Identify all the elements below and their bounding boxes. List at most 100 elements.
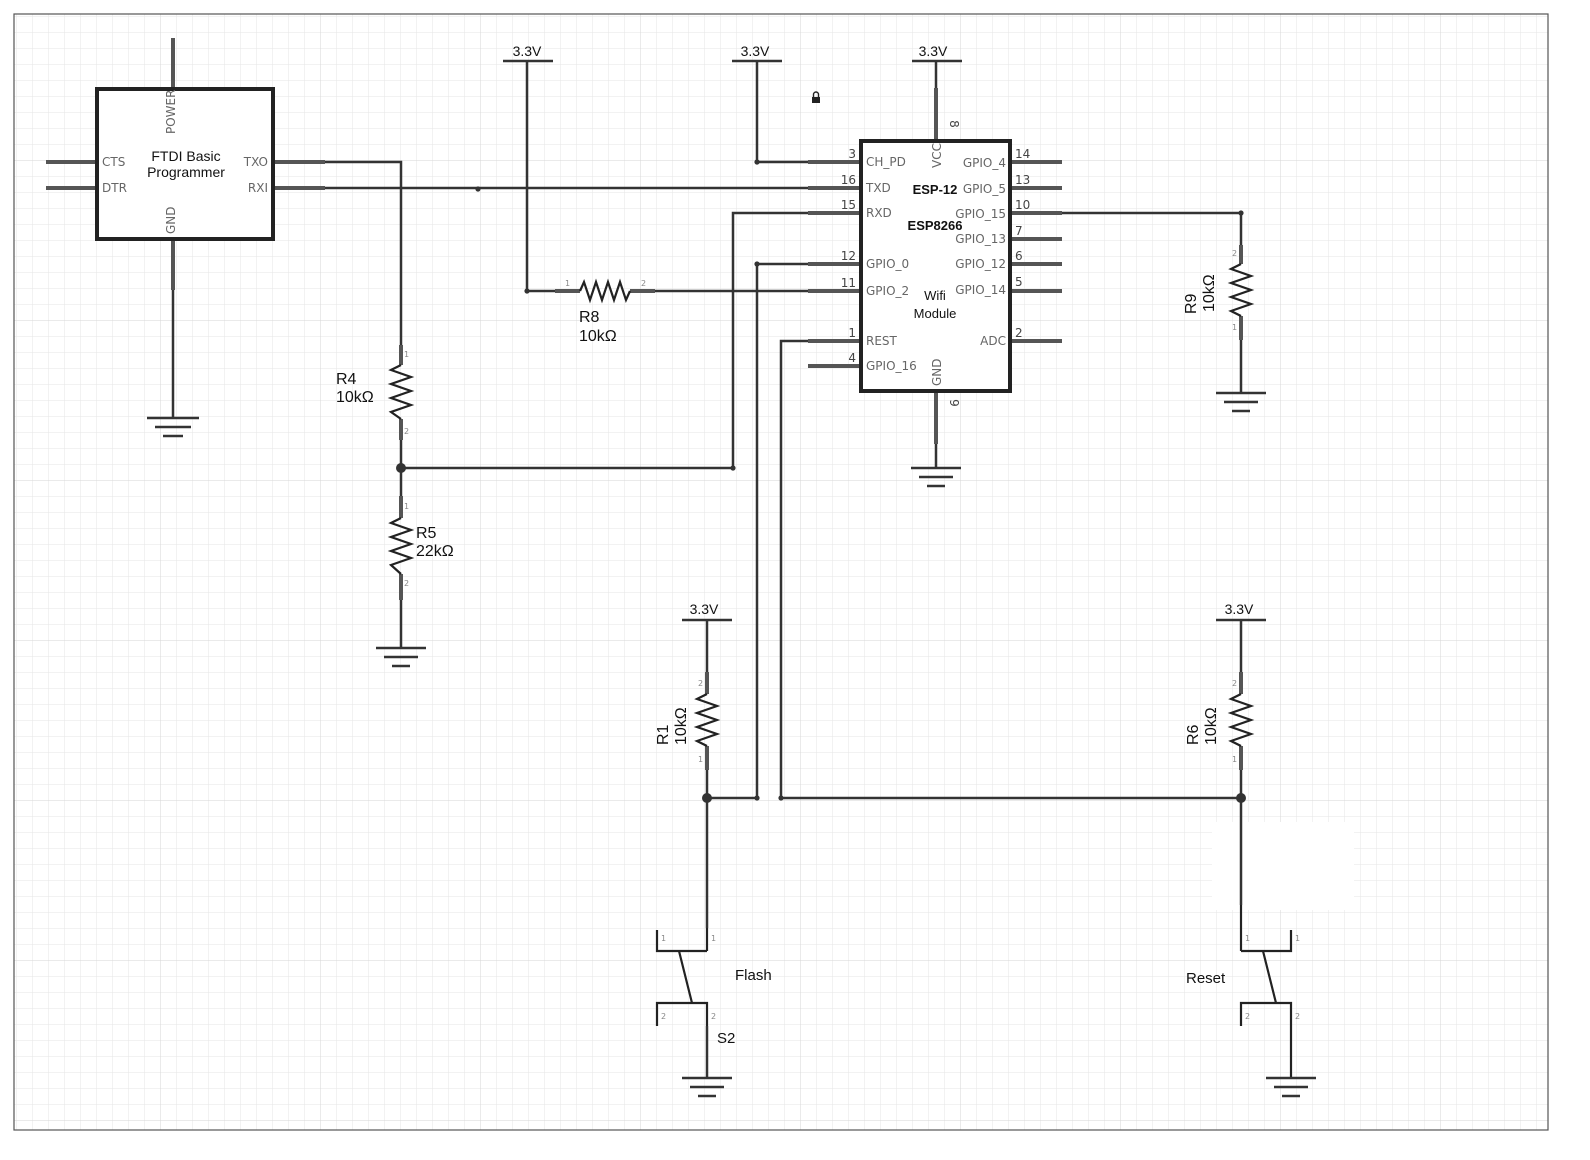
power-label: 3.3V bbox=[741, 43, 770, 59]
esp-pin-num-6: 6 bbox=[1015, 249, 1023, 263]
pin-number: 2 bbox=[641, 279, 646, 288]
esp12-module[interactable]: ESP-12 ESP8266 Wifi Module CH_PD TXD RXD… bbox=[808, 88, 1062, 444]
junction-dot bbox=[475, 186, 481, 192]
r4-value: 10kΩ bbox=[336, 389, 374, 406]
r6-value: 10kΩ bbox=[1203, 707, 1220, 745]
esp-pin-label-gpio2: GPIO_2 bbox=[866, 284, 909, 298]
esp-pin-label-gpio13: GPIO_13 bbox=[955, 232, 1006, 246]
esp-pin-label-gpio16: GPIO_16 bbox=[866, 359, 917, 373]
flash-label: Flash bbox=[735, 967, 772, 984]
lock-icon bbox=[812, 91, 820, 103]
pin-number: 1 bbox=[711, 934, 716, 943]
esp-pin-num-1: 1 bbox=[848, 326, 856, 340]
ground-symbol-flash bbox=[682, 1076, 732, 1098]
ftdi-programmer[interactable]: FTDI Basic Programmer POWER CTS DTR TXO … bbox=[46, 38, 325, 290]
esp-pin-label-gpio0: GPIO_0 bbox=[866, 257, 909, 271]
r9-name: R9 bbox=[1183, 293, 1200, 314]
esp-pin-num-15: 15 bbox=[841, 198, 856, 212]
r1-value: 10kΩ bbox=[673, 707, 690, 745]
resistor-r1[interactable]: 2 1 R1 10kΩ bbox=[655, 672, 721, 770]
r8-value: 10kΩ bbox=[579, 328, 617, 345]
esp-pin-num-13: 13 bbox=[1015, 173, 1030, 187]
esp-pin-num-4: 4 bbox=[848, 351, 856, 365]
esp-pin-label-gpio15: GPIO_15 bbox=[955, 207, 1006, 221]
label-mask bbox=[1212, 822, 1354, 910]
pin-number: 2 bbox=[1295, 1012, 1300, 1021]
ground-symbol-ftdi bbox=[147, 416, 199, 438]
esp-pin-label-gpio12: GPIO_12 bbox=[955, 257, 1006, 271]
ftdi-pin-power: POWER bbox=[164, 90, 178, 134]
reset-label: Reset bbox=[1186, 970, 1226, 987]
ground-symbol-r9 bbox=[1216, 391, 1266, 413]
r4-name: R4 bbox=[336, 371, 357, 388]
r5-name: R5 bbox=[416, 525, 437, 542]
power-label: 3.3V bbox=[919, 43, 948, 59]
reset-switch[interactable]: 1 1 2 2 Reset bbox=[1186, 905, 1300, 1078]
esp-pin-num-11: 11 bbox=[841, 276, 856, 290]
resistor-r8[interactable]: 1 2 R8 10kΩ bbox=[555, 278, 655, 345]
power-label: 3.3V bbox=[1225, 601, 1254, 617]
esp-pin-label-gpio4: GPIO_4 bbox=[963, 156, 1006, 170]
junction-dot bbox=[754, 159, 760, 165]
esp-pin-num-7: 7 bbox=[1015, 224, 1023, 238]
ftdi-pin-txo: TXO bbox=[243, 155, 268, 169]
esp-pin-num-3: 3 bbox=[848, 147, 856, 161]
junction-dot bbox=[1238, 210, 1244, 216]
r6-name: R6 bbox=[1185, 724, 1202, 745]
pin-number: 2 bbox=[1245, 1012, 1250, 1021]
ground-symbol-reset bbox=[1266, 1076, 1316, 1098]
esp-pin-label-rxd: RXD bbox=[866, 206, 892, 220]
esp-module-label: Module bbox=[914, 306, 957, 321]
r9-value: 10kΩ bbox=[1201, 274, 1218, 312]
ftdi-pin-rxi: RXI bbox=[248, 181, 268, 195]
esp-pin-num-8: 8 bbox=[947, 120, 961, 128]
power-label: 3.3V bbox=[513, 43, 542, 59]
esp-pin-label-ch-pd: CH_PD bbox=[866, 155, 906, 169]
r1-name: R1 bbox=[655, 724, 672, 745]
esp-pin-num-14: 14 bbox=[1015, 147, 1030, 161]
pin-number: 1 bbox=[404, 350, 409, 359]
pin-number: 1 bbox=[565, 279, 570, 288]
esp-pin-label-rest: REST bbox=[866, 334, 898, 348]
ftdi-body bbox=[95, 87, 275, 241]
pin-number: 1 bbox=[1232, 755, 1237, 764]
pin-number: 1 bbox=[1295, 934, 1300, 943]
esp-pin-num-9: 9 bbox=[947, 399, 961, 407]
ftdi-pin-gnd: GND bbox=[164, 206, 178, 234]
ftdi-pin-dtr: DTR bbox=[102, 181, 127, 195]
esp-pin-label-gpio14: GPIO_14 bbox=[955, 283, 1006, 297]
resistor-r6[interactable]: 2 1 R6 10kΩ bbox=[1185, 672, 1255, 770]
esp8266-name: ESP8266 bbox=[908, 218, 963, 233]
pin-number: 2 bbox=[711, 1012, 716, 1021]
pin-number: 2 bbox=[404, 427, 409, 436]
junction-node-flash bbox=[702, 793, 712, 803]
r5-value: 22kΩ bbox=[416, 543, 454, 560]
flash-switch[interactable]: 1 1 2 2 Flash S2 bbox=[655, 928, 772, 1078]
pin-number: 1 bbox=[661, 934, 666, 943]
esp-pin-num-16: 16 bbox=[841, 173, 856, 187]
esp12-body bbox=[859, 139, 1012, 393]
ftdi-pin-cts: CTS bbox=[102, 155, 125, 169]
wire-rxd bbox=[401, 211, 808, 470]
esp-pin-label-gnd: GND bbox=[930, 358, 944, 386]
esp-pin-num-10: 10 bbox=[1015, 198, 1030, 212]
resistor-r5[interactable]: 1 2 R5 22kΩ bbox=[387, 496, 454, 600]
pin-number: 1 bbox=[404, 502, 409, 511]
wire-gpio0 bbox=[707, 262, 808, 800]
esp12-name: ESP-12 bbox=[913, 182, 958, 197]
esp-pin-label-adc: ADC bbox=[980, 334, 1006, 348]
pin-number: 2 bbox=[1232, 679, 1237, 688]
esp-wifi-label: Wifi bbox=[924, 288, 946, 303]
resistor-r4[interactable]: 1 2 R4 10kΩ bbox=[336, 345, 415, 440]
esp-pin-num-12: 12 bbox=[841, 249, 856, 263]
wire-rest bbox=[779, 339, 1241, 800]
esp-pin-label-txd: TXD bbox=[865, 181, 891, 195]
s2-ref-label: S2 bbox=[717, 1030, 735, 1047]
junction-dot bbox=[524, 288, 530, 294]
ground-symbol-r5 bbox=[376, 646, 426, 668]
junction-dot bbox=[754, 261, 760, 267]
junction-node-reset bbox=[1236, 793, 1246, 803]
resistor-r9[interactable]: 2 1 R9 10kΩ bbox=[1183, 245, 1255, 340]
pin-number: 2 bbox=[661, 1012, 666, 1021]
